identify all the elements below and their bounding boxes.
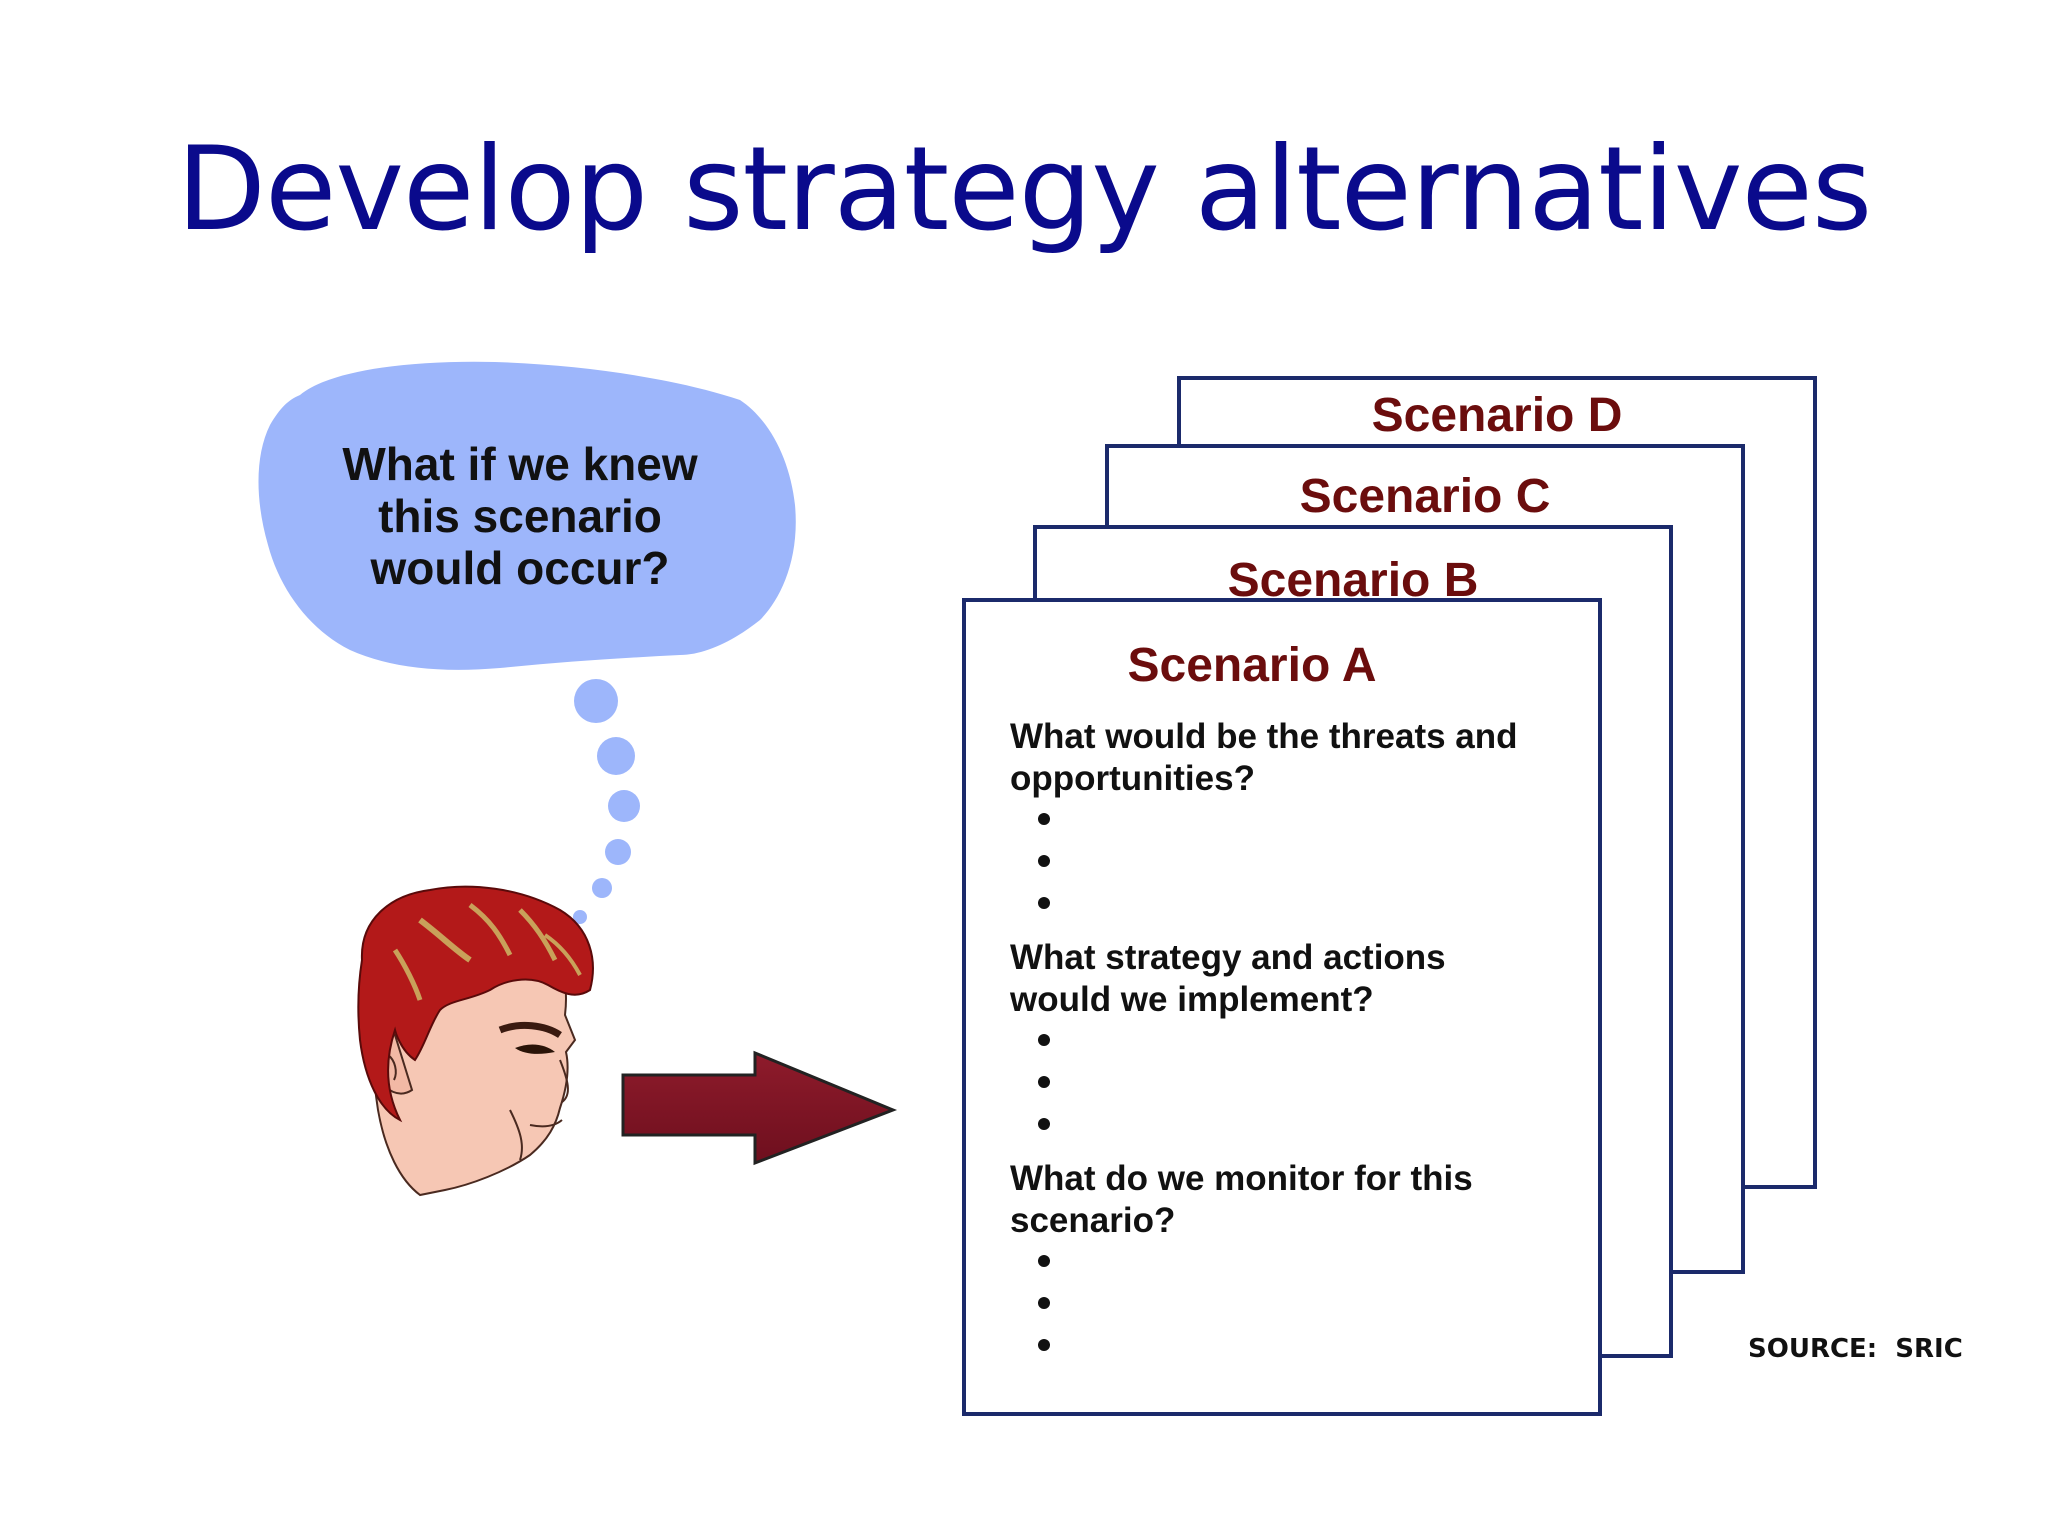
bullet-item — [1036, 884, 1580, 926]
section-question: What strategy and actions would we imple… — [1010, 937, 1580, 1021]
source-note: SOURCE: SRIC — [1748, 1334, 1963, 1364]
section-question: What would be the threats and opportunit… — [1010, 716, 1580, 800]
right-arrow-icon — [623, 1053, 893, 1163]
scenario-section-strategy: What strategy and actions would we imple… — [1010, 937, 1580, 1147]
bullet-item — [1036, 800, 1580, 842]
scenario-a-title: Scenario A — [966, 638, 1538, 694]
scenario-c-title: Scenario C — [1109, 469, 1741, 525]
thought-bubble-text: What if we knew this scenario would occu… — [280, 438, 760, 594]
bullet-dot — [1038, 1255, 1050, 1267]
scenario-card-a: Scenario A What would be the threats and… — [962, 598, 1602, 1416]
scenario-section-threats: What would be the threats and opportunit… — [1010, 716, 1580, 926]
section-question: What do we monitor for this scenario? — [1010, 1158, 1580, 1242]
bullet-item — [1036, 842, 1580, 884]
bullet-item — [1036, 1242, 1580, 1284]
head-profile-icon — [358, 887, 593, 1195]
scenario-d-title: Scenario D — [1181, 388, 1813, 444]
bullet-item — [1036, 1063, 1580, 1105]
bullet-dot — [1038, 855, 1050, 867]
bullet-item — [1036, 1284, 1580, 1326]
bullet-list — [1010, 1021, 1580, 1147]
bullet-list — [1010, 1242, 1580, 1368]
bullet-dot — [1038, 1339, 1050, 1351]
bullet-dot — [1038, 1118, 1050, 1130]
thought-trail-dot — [592, 878, 612, 898]
bullet-dot — [1038, 1297, 1050, 1309]
thought-trail-dot — [608, 790, 640, 822]
thought-trail-dot — [597, 737, 635, 775]
bullet-dot — [1038, 1076, 1050, 1088]
bullet-dot — [1038, 813, 1050, 825]
bullet-dot — [1038, 897, 1050, 909]
bullet-item — [1036, 1021, 1580, 1063]
bullet-item — [1036, 1326, 1580, 1368]
thought-trail-dot — [574, 679, 618, 723]
bullet-dot — [1038, 1034, 1050, 1046]
thought-trail-dot — [605, 839, 631, 865]
scenario-section-monitor: What do we monitor for this scenario? — [1010, 1158, 1580, 1368]
bullet-item — [1036, 1105, 1580, 1147]
bullet-list — [1010, 800, 1580, 926]
